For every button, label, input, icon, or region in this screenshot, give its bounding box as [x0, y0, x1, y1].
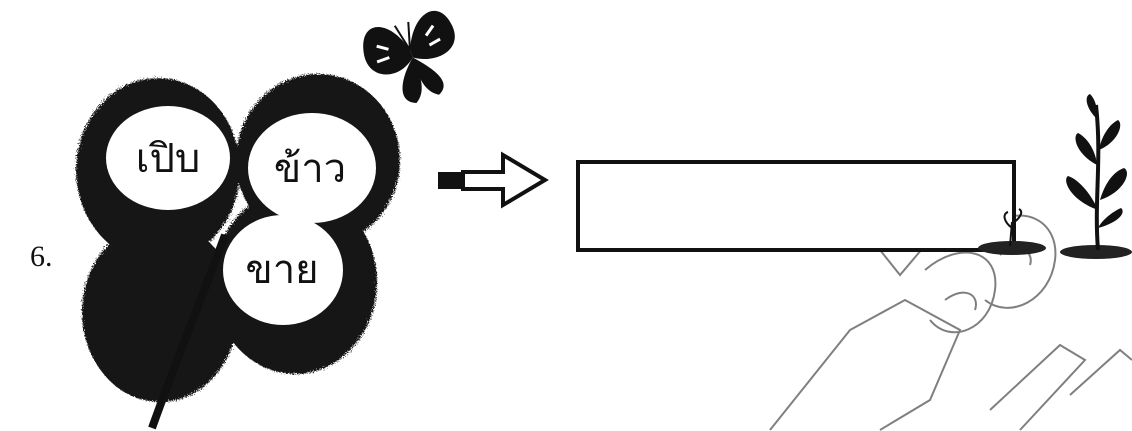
answer-box[interactable]	[578, 162, 1014, 250]
clover-word-3: ขาย	[245, 247, 318, 293]
right-arrow-icon	[438, 155, 545, 205]
clover-word-1: เปิบ	[136, 136, 200, 182]
plant-icon	[1060, 94, 1132, 259]
question-number: 6.	[30, 240, 53, 274]
clover-icon: เปิบ ข้าว ขาย	[76, 74, 400, 428]
clover-word-2: ข้าว	[274, 146, 346, 192]
